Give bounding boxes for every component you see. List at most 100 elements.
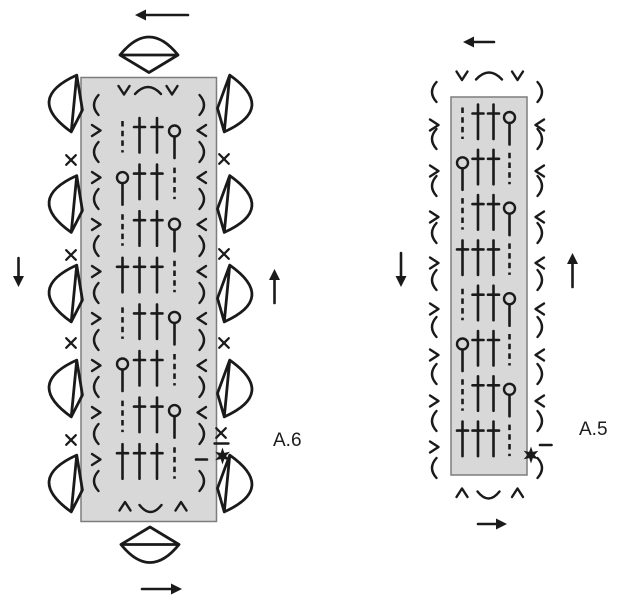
chevron-left-icon [196, 358, 208, 373]
treble-stitch-symbol [455, 239, 470, 277]
chevron-up-icon [510, 487, 525, 499]
chevron-right-icon [90, 311, 102, 326]
chart-panel [80, 76, 218, 523]
treble-stitch-symbol [486, 329, 501, 367]
chain-arc-icon [198, 328, 206, 352]
chart-label-a6: A.6 [273, 430, 302, 451]
leaf-cluster-icon [216, 73, 254, 134]
treble-stitch-symbol [471, 284, 485, 322]
stitch-row [461, 103, 517, 146]
stitch-row [455, 239, 511, 277]
chevron-left-icon [534, 394, 546, 408]
x-mark-icon [65, 337, 77, 349]
chain-arc-icon [138, 503, 163, 514]
chain-arc-icon [536, 456, 544, 480]
treble-stitch-symbol [471, 103, 485, 141]
leaf-cluster-icon [47, 263, 84, 324]
chevron-left-icon [196, 170, 208, 185]
chain-arc-icon [430, 174, 438, 198]
chain-arc-icon [92, 328, 100, 352]
chevron-left-icon [534, 302, 546, 316]
chevron-down-icon [510, 70, 525, 82]
chevron-down-icon [165, 84, 179, 96]
stitch-row [121, 209, 182, 253]
chain-arc-icon [92, 281, 100, 305]
chevron-left-icon [196, 405, 208, 420]
stitch-row [121, 116, 182, 160]
chevron-right-icon [428, 394, 440, 408]
chain-arc-icon [536, 362, 544, 386]
chevron-left-icon [196, 311, 208, 326]
ring-stitch-symbol [167, 403, 182, 439]
treble-stitch-symbol [132, 209, 147, 247]
treble-stitch-symbol [115, 442, 130, 481]
chevron-right-icon [90, 217, 102, 232]
chevron-right-icon [428, 256, 440, 270]
chain-arc-icon [430, 127, 438, 151]
treble-stitch-symbol [486, 239, 501, 277]
arrow-down-icon [13, 276, 24, 287]
chain-arc-icon [198, 469, 206, 493]
chevron-right-icon [428, 164, 440, 178]
treble-stitch-symbol [132, 163, 147, 201]
chain-arc-icon [92, 375, 100, 399]
leaf-cluster-icon [47, 358, 84, 419]
chain-arc-icon [198, 187, 206, 211]
chevron-left-icon [196, 123, 208, 138]
chain-arc-icon [92, 234, 100, 258]
chevron-right-icon [90, 358, 102, 373]
chain-arc-icon [430, 315, 438, 339]
treble-stitch-symbol [132, 349, 147, 387]
leaf-cluster-icon [216, 174, 254, 234]
arrow-up-icon [567, 253, 578, 264]
treble-stitch-symbol [150, 209, 164, 247]
chevron-left-icon [196, 217, 208, 232]
stitch-row [115, 349, 176, 393]
chevron-right-icon [428, 440, 440, 454]
stitch-row [121, 303, 182, 346]
chevron-right-icon [90, 405, 102, 420]
chain-arc-icon [198, 234, 206, 258]
chain-arc-icon [536, 221, 544, 245]
chevron-right-icon [428, 348, 440, 362]
stitch-row [461, 193, 517, 237]
ring-stitch-symbol [502, 201, 517, 237]
chain-arc-icon [536, 174, 544, 198]
treble-stitch-symbol [471, 148, 485, 186]
chain-arc-icon [92, 140, 100, 164]
x-mark-icon [218, 153, 230, 165]
chevron-right-icon [428, 118, 440, 132]
ring-stitch-symbol [455, 156, 470, 192]
chevron-left-icon [196, 264, 208, 279]
arrow-right-icon [171, 583, 182, 595]
treble-stitch-symbol [150, 349, 164, 387]
chain-arc-icon [430, 80, 438, 104]
chain-arc-icon [536, 268, 544, 292]
chevron-up-icon [118, 500, 132, 512]
treble-stitch-symbol [486, 148, 501, 186]
treble-stitch-symbol [150, 396, 164, 434]
treble-stitch-symbol [486, 103, 501, 141]
chain-arc-icon [198, 93, 206, 117]
treble-stitch-symbol [132, 116, 147, 154]
treble-stitch-symbol [486, 193, 501, 231]
treble-stitch-symbol [150, 442, 164, 481]
stitch-row [461, 284, 517, 328]
ring-stitch-symbol [167, 124, 182, 160]
chain-arc-icon [536, 80, 544, 104]
chart-A6 [13, 9, 280, 595]
leaf-cluster-icon [216, 358, 254, 419]
star-marker-icon [523, 446, 539, 464]
treble-stitch-symbol [150, 256, 164, 294]
stitch-row [455, 148, 511, 192]
treble-stitch-symbol [471, 374, 485, 413]
chevron-down-icon [117, 84, 131, 96]
chevron-up-icon [174, 500, 188, 512]
stitch-row [455, 329, 511, 373]
chain-arc-icon [92, 187, 100, 211]
treble-stitch-symbol [471, 329, 485, 367]
chain-arc-icon [92, 422, 100, 446]
chain-arc-icon [536, 127, 544, 151]
leaf-cluster-icon [118, 35, 180, 74]
